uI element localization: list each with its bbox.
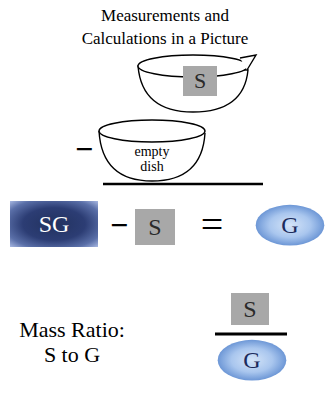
diagram-title: Measurements and Calculations in a Pictu…	[65, 4, 265, 50]
minus-sign: −	[75, 132, 93, 167]
sample-box: S	[135, 209, 175, 245]
empty-dish: empty dish	[97, 117, 207, 183]
node-text: S	[243, 296, 256, 322]
node-text: empty dish	[127, 144, 177, 175]
sample-box: S	[231, 293, 269, 325]
sample-and-gas-box: SG	[10, 201, 98, 247]
gas-ellipse: G	[217, 339, 287, 381]
ratio-label: S to G	[44, 343, 100, 367]
sample-box: S	[183, 66, 217, 96]
gas-ellipse: G	[255, 204, 325, 246]
node-text: S	[194, 69, 206, 93]
subtraction-bar	[103, 183, 263, 186]
node-text: G	[243, 347, 260, 373]
equals-sign: =	[201, 203, 224, 247]
fraction-bar	[215, 333, 287, 336]
minus-sign: −	[110, 208, 128, 243]
node-text: SG	[39, 211, 70, 237]
ratio-label: Mass Ratio:	[19, 318, 125, 342]
evaporating-dish	[138, 55, 256, 112]
node-text: G	[281, 212, 298, 238]
node-text: S	[148, 214, 161, 240]
